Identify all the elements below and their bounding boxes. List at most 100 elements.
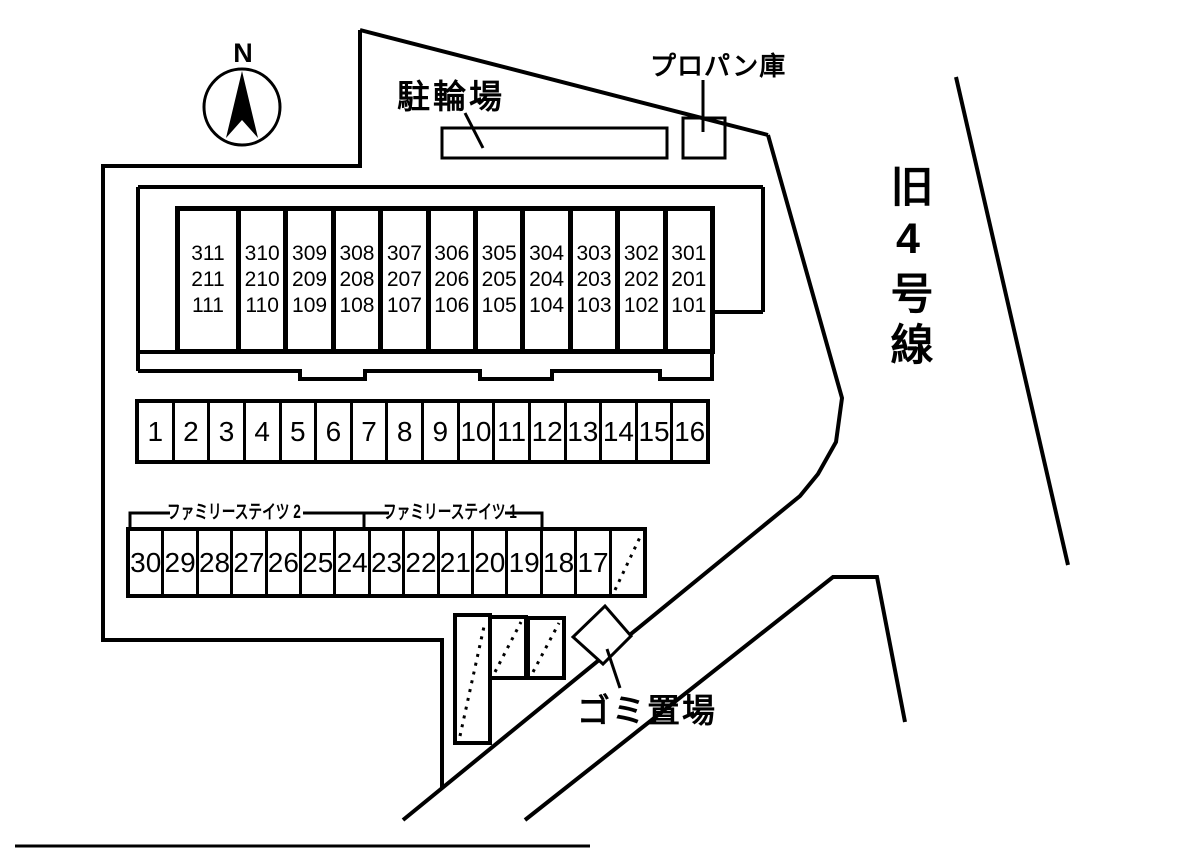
parking-space-15: 15 [638,403,674,460]
room-207: 207 [386,268,422,291]
building-column-11: 301 201 101 [668,211,710,349]
old-route-4-label: 旧4号線 [884,164,932,373]
compass-needle-icon [226,71,258,138]
parking-space-29: 29 [164,531,199,594]
parking-space-20: 20 [474,531,509,594]
room-206: 206 [434,268,470,291]
room-311: 311 [191,242,225,265]
parking-space-17: 17 [577,531,612,594]
south-stall-2-dotted [493,621,523,673]
south-stall-tall [453,613,492,745]
bicycle-parking-label: 駐輪場 [397,78,505,115]
building-column-3: 309 209 109 [288,211,336,349]
parking-space-3: 3 [210,403,246,460]
building-column-9: 303 203 103 [573,211,621,349]
room-201: 201 [671,268,707,291]
parking-space-1: 1 [139,403,175,460]
parking-space-21: 21 [440,531,475,594]
parking-space-5: 5 [282,403,318,460]
garbage-area-diamond [570,603,634,667]
room-202: 202 [623,268,659,291]
garbage-area-leader-line [605,648,622,689]
parking-space-30: 30 [130,531,165,594]
room-301: 301 [671,242,707,265]
parking-space-2: 2 [175,403,211,460]
room-309: 309 [292,242,328,265]
room-305: 305 [481,242,517,265]
room-307: 307 [386,242,422,265]
parking-space-6: 6 [317,403,353,460]
room-108: 108 [339,294,375,317]
parking-space-16: 16 [674,415,706,447]
route4-road-line [954,76,1070,566]
building-column-6: 306 206 106 [431,211,478,349]
room-105: 105 [481,294,517,317]
room-304: 304 [529,242,565,265]
parking-space-18: 18 [543,531,578,594]
garbage-area-label: ゴミ置場 [577,692,717,729]
row2-dotted-diagonal [613,534,643,591]
boundary-right-road-edge [401,134,845,822]
room-110: 110 [245,294,279,317]
room-104: 104 [529,294,565,317]
building-column-10: 302 202 102 [620,211,668,349]
room-308: 308 [339,242,375,265]
parking-space-9: 9 [424,403,460,460]
parking-space-7: 7 [353,403,389,460]
bicycle-parking-area [440,126,669,160]
parking-space-22: 22 [405,531,440,594]
room-310: 310 [244,242,280,265]
boundary-left [101,30,444,788]
compass-north-label: N [233,38,253,68]
south-stall-3-dotted [531,622,561,673]
building-room-grid: 311 211 111 310 210 110 309 209 109 308 208 108 307 2… [175,206,715,354]
room-106: 106 [434,294,470,317]
room-203: 203 [576,268,612,291]
south-stall-3 [526,616,566,680]
room-211: 211 [191,268,225,291]
room-101: 101 [671,294,707,317]
parking-space-28: 28 [199,531,234,594]
building-column-1: 311 211 111 [180,211,241,349]
propane-storage-label: プロパン庫 [650,51,787,81]
compass-circle [202,67,282,147]
family-states-1-label: ファミリーステイツ 1 [383,502,517,523]
room-303: 303 [576,242,612,265]
family-states-2-label: ファミリーステイツ 2 [167,502,301,523]
building-column-4: 308 208 108 [336,211,384,349]
room-111: 111 [192,294,224,317]
parking-space-14: 14 [602,403,638,460]
parking-space-4: 4 [246,403,282,460]
room-107: 107 [386,294,422,317]
room-302: 302 [623,242,659,265]
room-102: 102 [623,294,659,317]
parking-space-26: 26 [268,531,303,594]
building-column-5: 307 207 107 [383,211,431,349]
parking-space-12: 12 [531,403,567,460]
building-bottom-notched-edge [138,352,714,381]
room-205: 205 [481,268,517,291]
parking-space-24: 24 [336,531,371,594]
building-column-8: 304 204 104 [525,211,573,349]
parking-space-8: 8 [388,403,424,460]
road-edge-2 [523,575,907,822]
room-306: 306 [434,242,470,265]
room-109: 109 [292,294,328,317]
building-column-7: 305 205 105 [478,211,526,349]
bicycle-parking-leader-line [463,112,485,149]
building-column-2: 310 210 110 [241,211,289,349]
room-210: 210 [244,268,280,291]
parking-space-19: 19 [508,531,543,594]
room-103: 103 [576,294,612,317]
parking-space-23: 23 [371,531,406,594]
south-stall-tall-dotted [458,621,487,737]
room-208: 208 [339,268,375,291]
room-204: 204 [529,268,565,291]
parking-space-unnumbered-dotted [612,531,643,594]
parking-space-25: 25 [302,531,337,594]
parking-space-27: 27 [233,531,268,594]
room-209: 209 [292,268,328,291]
